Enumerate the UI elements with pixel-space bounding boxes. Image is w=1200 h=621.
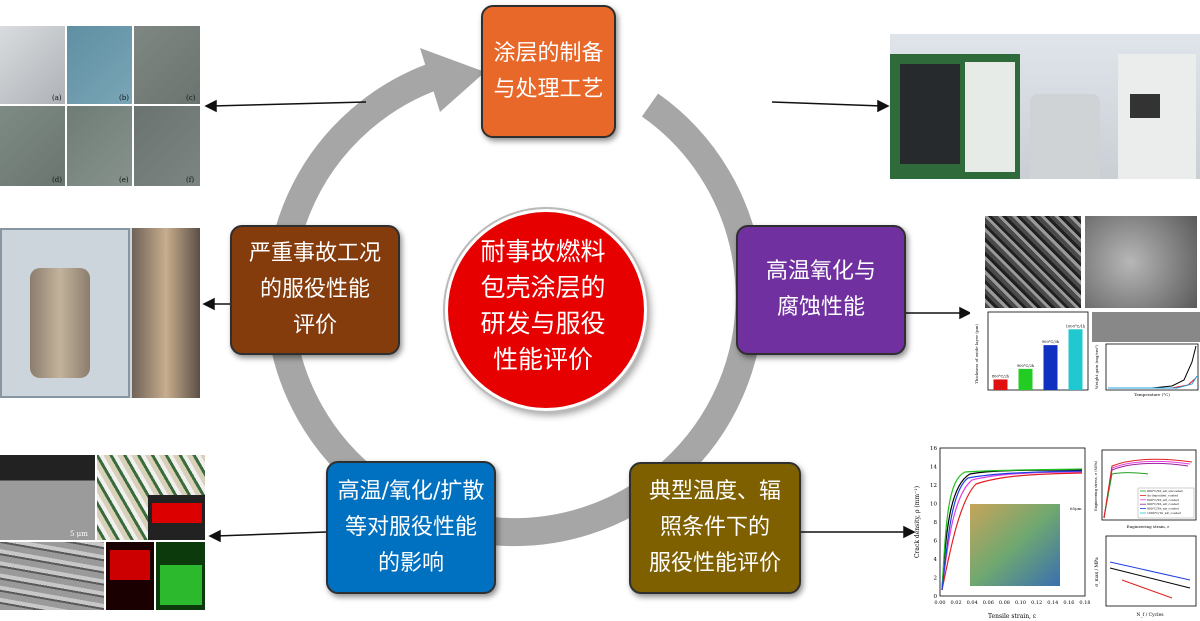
crack-density-chart: 0.00 0.02 0.04 0.06 0.08 0.10 0.12 0.14 0.16 0.18… — [914, 446, 1090, 620]
crack-xtick-6: 0.12 — [1031, 600, 1042, 606]
sample-label-b: (b) — [119, 94, 129, 102]
deposition-equipment-image — [890, 34, 1200, 179]
crack-xtick-2: 0.04 — [967, 600, 978, 606]
scale-bar-label: 5 μm — [70, 530, 88, 538]
oxide-thickness-chart: 800°C/2h 900°C/2h 900°C/3h 1000°C/1h Thickn… — [974, 311, 1089, 391]
crack-ytick-8: 16 — [930, 446, 937, 452]
fatigue-chart-xlabel: N_f / Cycles — [1136, 612, 1164, 618]
bar-label-3: 1000°C/1h — [1066, 324, 1086, 328]
bar-1 — [1018, 368, 1033, 390]
box-high-temp-oxidation: 高温氧化与 腐蚀性能 — [736, 225, 906, 355]
inset-unit: 65μm — [1070, 506, 1082, 511]
crack-xtick-1: 0.02 — [951, 600, 962, 606]
crack-xtick-3: 0.06 — [983, 600, 994, 606]
crack-xtick-4: 0.08 — [999, 600, 1010, 606]
crack-xtick-8: 0.16 — [1063, 600, 1074, 606]
sample-label-f: (f) — [186, 176, 195, 184]
sample-label-a: (a) — [52, 94, 62, 102]
stress-legend-5: 1000°C/1h_air_coated — [1147, 511, 1181, 515]
bar-label-1: 900°C/2h — [1017, 364, 1035, 368]
bar-3 — [1068, 329, 1083, 390]
box-diffusion-effects: 高温/氧化/扩散 等对服役性能 的影响 — [326, 461, 496, 594]
crack-chart-xlabel: Tensile strain, ε — [988, 613, 1036, 620]
crack-xtick-0: 0.00 — [934, 600, 945, 606]
stress-legend-2: 800°C/2h_air_coated — [1147, 498, 1179, 502]
sample-plates-image: (a) (b) (c) (d) (e) (f) — [0, 26, 200, 186]
crack-ytick-2: 4 — [934, 557, 938, 563]
crack-xtick-7: 0.14 — [1047, 600, 1058, 606]
curve-chart-ylabel: Weight gain (mg/cm²) — [1094, 345, 1099, 389]
curve-chart-xlabel: Temperature (°C) — [1134, 392, 1170, 397]
ring-arrowhead — [420, 48, 485, 112]
center-title: 耐事故燃料 包壳涂层的 研发与服役 性能评价 — [480, 237, 606, 374]
box-severe-accident: 严重事故工况 的服役性能 评价 — [230, 225, 400, 355]
crack-ytick-7: 14 — [930, 465, 937, 471]
fatigue-chart: N_f / Cycles σ_max / MPa — [1094, 535, 1197, 618]
crack-ytick-4: 8 — [934, 520, 938, 526]
stress-chart-ylabel: Engineering stress, σ (MPa) — [1094, 460, 1098, 510]
stress-legend-3: 900°C/2h_air_coated — [1147, 502, 1179, 506]
accident-test-rig-image — [0, 228, 200, 398]
sample-label-d: (d) — [52, 176, 62, 184]
crack-ytick-6: 12 — [930, 483, 937, 489]
center-circle — [445, 209, 647, 411]
stress-chart-xlabel: Engineering strain, ε — [1127, 524, 1170, 529]
crack-xtick-9: 0.18 — [1079, 600, 1090, 606]
fatigue-chart-ylabel: σ_max / MPa — [1094, 557, 1100, 587]
microstructure-image: 5 μm — [0, 455, 205, 610]
connector-arrows — [202, 99, 972, 543]
box-coating-preparation: 涂层的制备 与处理工艺 — [481, 5, 616, 138]
bar-label-0: 800°C/2h — [992, 374, 1010, 378]
box-irradiation-performance: 典型温度、辐 照条件下的 服役性能评价 — [629, 462, 801, 594]
crack-ytick-0: 0 — [934, 594, 938, 600]
sample-label-c: (c) — [186, 94, 196, 102]
crack-chart-ylabel: Crack density, ρ (mm⁻¹) — [914, 486, 921, 558]
sample-label-e: (e) — [119, 176, 129, 184]
stress-legend-4: 900°C/3h_air_coated — [1147, 507, 1179, 511]
crack-ytick-5: 10 — [930, 502, 937, 508]
bar-0 — [993, 379, 1008, 390]
stress-legend-1: As deposited_coated — [1146, 493, 1178, 497]
crack-ytick-1: 2 — [934, 576, 938, 582]
weight-gain-chart: Temperature (°C) Weight gain (mg/cm²) — [1092, 312, 1200, 397]
bar-label-2: 900°C/3h — [1042, 340, 1060, 344]
bar-2 — [1043, 345, 1058, 390]
stress-legend-0: 800°C/2h_air_uncoated — [1147, 489, 1183, 493]
crack-xtick-5: 0.10 — [1015, 600, 1026, 606]
bar-chart-ylabel: Thickness of oxide layer (μm) — [974, 324, 979, 384]
crack-ytick-3: 6 — [934, 539, 938, 545]
